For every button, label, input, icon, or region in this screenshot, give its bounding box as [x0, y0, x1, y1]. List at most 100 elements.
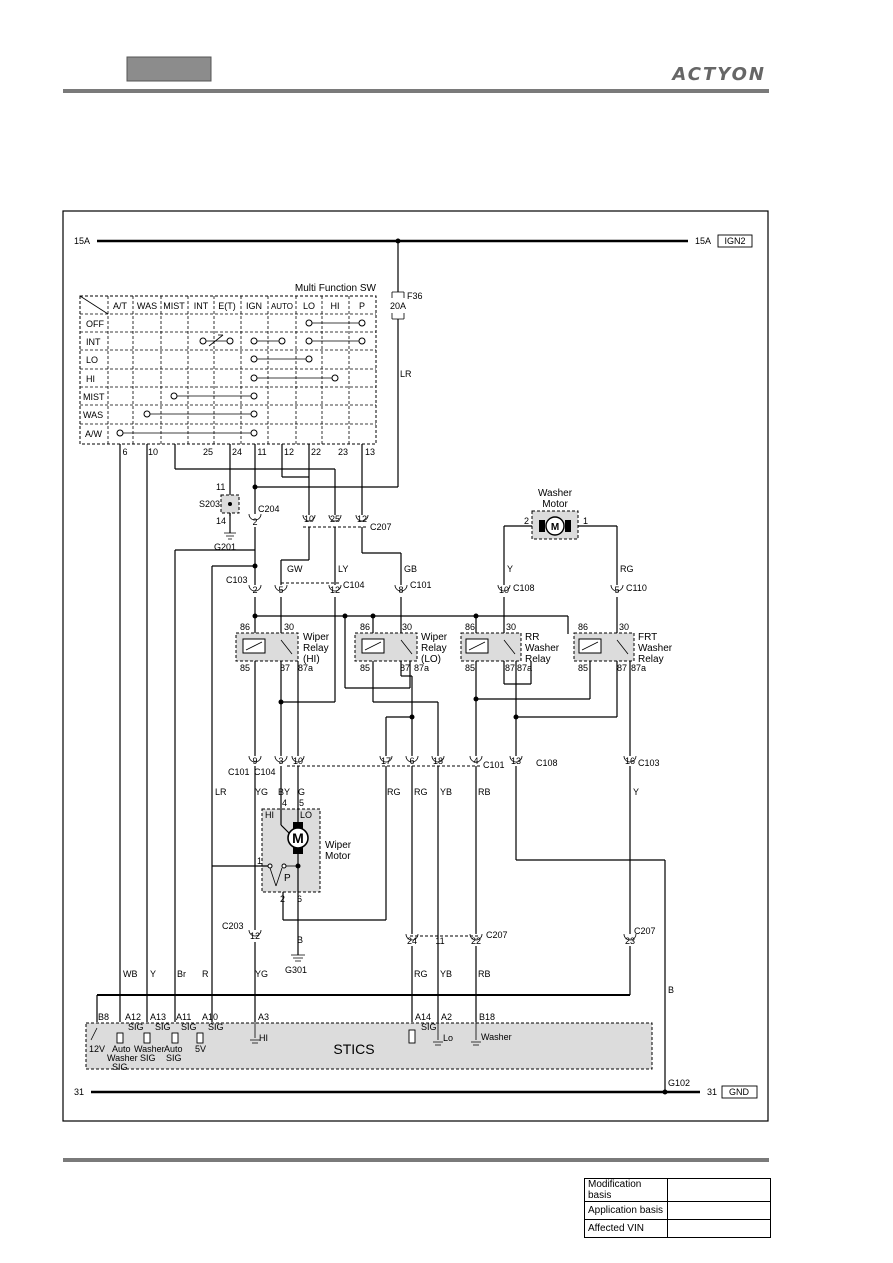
relay-lo-l1: Wiper	[421, 632, 448, 643]
relay-hi-pin87: 87	[280, 663, 290, 673]
wire-yg: YG	[255, 787, 268, 797]
wire-rb: RB	[478, 787, 491, 797]
relay-rr-pin87: 87	[505, 663, 515, 673]
relay-wiper-lo: 86 30 85 87 87a Wiper Relay (LO)	[354, 622, 448, 673]
c207r-label: C207	[634, 926, 656, 936]
wire-rg4: RG	[414, 969, 428, 979]
wire-ly: LY	[338, 564, 348, 574]
wire-colors-mid: LR YG BY G RG RG YB RB Y	[215, 787, 639, 797]
revision-table: Modification basis Application basis Aff…	[584, 1178, 771, 1238]
relay-lo-pin30: 30	[402, 622, 412, 632]
row-aw: A/W	[85, 429, 103, 439]
mid-pin-18: 18	[433, 756, 443, 766]
c207r-pin-23: 23	[625, 936, 635, 946]
mid-pin-6: 6	[409, 756, 414, 766]
mid-pin-4: 4	[473, 756, 478, 766]
connector-c204: 2 C204	[174, 504, 280, 1022]
relay-frt-l3: Relay	[638, 654, 664, 665]
col-at: A/T	[113, 301, 128, 311]
col-lo: LO	[303, 301, 315, 311]
ground-right-label: 31	[707, 1087, 717, 1097]
table-row: Affected VIN	[584, 1219, 771, 1238]
stics-a10-l1: 5V	[195, 1044, 206, 1054]
stics-a13-l1: Washer	[134, 1044, 165, 1054]
mid-pin-13: 13	[511, 756, 521, 766]
mfsw-output-wires	[119, 444, 363, 1022]
supply-rail: 15A 15A IGN2	[74, 234, 753, 248]
relay-rr-pin30: 30	[506, 622, 516, 632]
connector-c207-top: 10 25 12 C207 GW LY GB	[280, 514, 417, 585]
relay-lo-pin86: 86	[360, 622, 370, 632]
header-rule	[63, 89, 769, 93]
wire-yg2: YG	[255, 969, 268, 979]
stics-a10: A10	[202, 1012, 218, 1022]
relay-lo-pin85: 85	[360, 663, 370, 673]
mid-pin-9: 9	[252, 756, 257, 766]
mfsw-pin-11: 11	[257, 447, 266, 457]
stics-a12: A12	[125, 1012, 141, 1022]
col-p: P	[359, 301, 365, 311]
modification-basis-value	[667, 1178, 771, 1202]
stics-a12-l3: SIG	[112, 1062, 128, 1072]
c207-pin-12: 12	[357, 514, 367, 524]
stics-a11-l1: Auto	[164, 1044, 183, 1054]
affected-vin-value	[667, 1219, 771, 1238]
c103-pin: 2	[252, 585, 257, 595]
brand-logo: ACTYON	[670, 64, 766, 85]
col-ign: IGN	[246, 301, 262, 311]
washer-motor-pin2: 2	[524, 516, 529, 526]
stics-a13-sig: SIG	[155, 1022, 171, 1032]
c207l-pin-24: 24	[407, 936, 417, 946]
stics-a11: A11	[176, 1012, 191, 1022]
wiper-motor-subtitle: Motor	[325, 851, 351, 862]
c207l-pin-11: 11	[435, 936, 444, 946]
c203-label: C203	[222, 921, 244, 931]
c207l-pin-22: 22	[471, 936, 481, 946]
c108-label: C108	[513, 583, 535, 593]
wire-b-g301: B	[297, 935, 303, 945]
relay-rr-pin87a: 87a	[517, 663, 532, 673]
c110-label: C110	[626, 583, 647, 593]
stics-a2: A2	[441, 1012, 452, 1022]
affected-vin-label: Affected VIN	[584, 1219, 668, 1238]
application-basis-value	[667, 1201, 771, 1220]
mid-connectors: 9 3 10 17 6 18 4 13 16 C101 C104 C101 C1…	[228, 755, 660, 777]
relay-lo-pin87a: 87a	[414, 663, 429, 673]
application-basis-label: Application basis	[584, 1201, 668, 1220]
wire-yb: YB	[440, 787, 452, 797]
mfsw-pin-6: 6	[122, 447, 127, 457]
relay-frt-pin87: 87	[617, 663, 627, 673]
relay-rr-l1: RR	[525, 632, 539, 643]
relay-hi-l2: Relay	[303, 643, 329, 654]
c204-label: C204	[258, 504, 280, 514]
relay-frt-pin30: 30	[619, 622, 629, 632]
stics-12v: 12V	[89, 1044, 105, 1054]
stics-a12-l1: Auto	[112, 1044, 131, 1054]
stics-a14-sig: SIG	[421, 1022, 437, 1032]
wiper-lo: LO	[300, 810, 312, 820]
relay-lo-l3: (LO)	[421, 654, 441, 665]
mfsw-pin-24: 24	[232, 447, 242, 457]
multi-function-switch: Multi Function SW A/T WAS MIST INT E(T) …	[79, 283, 377, 457]
mfsw-pin-12: 12	[284, 447, 294, 457]
wire-rb2: RB	[478, 969, 491, 979]
relay-hi-pin87a: 87a	[298, 663, 313, 673]
wire-wb: WB	[123, 969, 138, 979]
relay-hi-l3: (HI)	[303, 654, 320, 665]
wire-g: G	[298, 787, 305, 797]
mid-pin-17: 17	[381, 756, 391, 766]
c101-pin: 8	[398, 585, 403, 595]
wire-r: R	[202, 969, 209, 979]
header-gray-tab	[126, 56, 212, 82]
g301-label: G301	[285, 965, 307, 975]
c207-pin-25: 25	[330, 514, 340, 524]
supply-right-label: 15A	[695, 236, 711, 246]
relay-frt-pin86: 86	[578, 622, 588, 632]
mid-c104-left: C104	[254, 767, 276, 777]
wire-by: BY	[278, 787, 290, 797]
stics-a11-sig: SIG	[181, 1022, 197, 1032]
relay-frt-pin87a: 87a	[631, 663, 646, 673]
relay-hi-pin30: 30	[284, 622, 294, 632]
mid-pin-10: 10	[293, 756, 303, 766]
col-et: E(T)	[218, 301, 236, 311]
